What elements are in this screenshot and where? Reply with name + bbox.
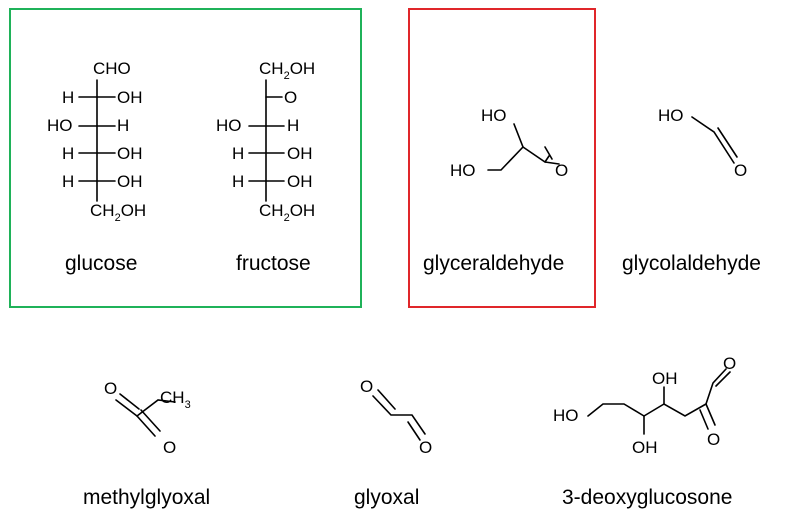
label-fructose: fructose	[236, 252, 311, 275]
atom-o: O	[707, 430, 720, 449]
label-glycolaldehyde: glycolaldehyde	[622, 252, 761, 275]
atom-o: O	[723, 354, 736, 373]
label-glyceraldehyde: glyceraldehyde	[423, 252, 564, 275]
green-highlight-box	[9, 8, 362, 308]
glyoxal-structure: O O	[360, 377, 432, 457]
atom-oh: OH	[287, 172, 313, 191]
atom-cho: CHO	[93, 59, 131, 78]
atom-h: H	[287, 116, 299, 135]
atom-ch3: CH3	[160, 388, 191, 411]
atom-oh: OH	[117, 88, 143, 107]
atom-o: O	[163, 438, 176, 457]
atom-o: O	[360, 377, 373, 396]
atom-oh: OH	[117, 144, 143, 163]
atom-o: O	[555, 161, 568, 180]
atom-h: H	[117, 116, 129, 135]
atom-oh: OH	[117, 172, 143, 191]
atom-ho: HO	[450, 161, 476, 180]
atom-ch2oh: CH2OH	[90, 201, 146, 224]
atom-o: O	[284, 88, 297, 107]
glyceraldehyde-structure: HO HO O	[450, 106, 568, 180]
atom-ch2oh: CH2OH	[259, 201, 315, 224]
atom-h: H	[232, 172, 244, 191]
label-3-deoxyglucosone: 3-deoxyglucosone	[562, 486, 732, 509]
methylglyoxal-structure: O CH3 O	[104, 379, 191, 457]
glucose-structure: CHO H OH HO H H OH H OH CH2OH	[47, 59, 146, 224]
atom-o: O	[419, 438, 432, 457]
atom-oh: OH	[287, 144, 313, 163]
deoxyglucosone-structure: HO OH OH O O	[553, 354, 736, 457]
atom-ho: HO	[481, 106, 507, 125]
atom-oh: OH	[652, 369, 678, 388]
glycolaldehyde-structure: HO O	[658, 106, 747, 180]
red-highlight-box	[408, 8, 596, 308]
atom-ch2oh: CH2OH	[259, 59, 315, 82]
atom-h: H	[62, 88, 74, 107]
atom-ho: HO	[47, 116, 73, 135]
atom-h: H	[62, 144, 74, 163]
label-glucose: glucose	[65, 252, 137, 275]
atom-o: O	[104, 379, 117, 398]
atom-h: H	[62, 172, 74, 191]
fructose-structure: CH2OH O HO H H OH H OH CH2OH	[216, 59, 315, 224]
atom-oh: OH	[632, 438, 658, 457]
label-methylglyoxal: methylglyoxal	[83, 486, 210, 509]
label-glyoxal: glyoxal	[354, 486, 419, 509]
atom-ho: HO	[658, 106, 684, 125]
atom-h: H	[232, 144, 244, 163]
atom-ho: HO	[216, 116, 242, 135]
atom-ho: HO	[553, 406, 579, 425]
atom-o: O	[734, 161, 747, 180]
